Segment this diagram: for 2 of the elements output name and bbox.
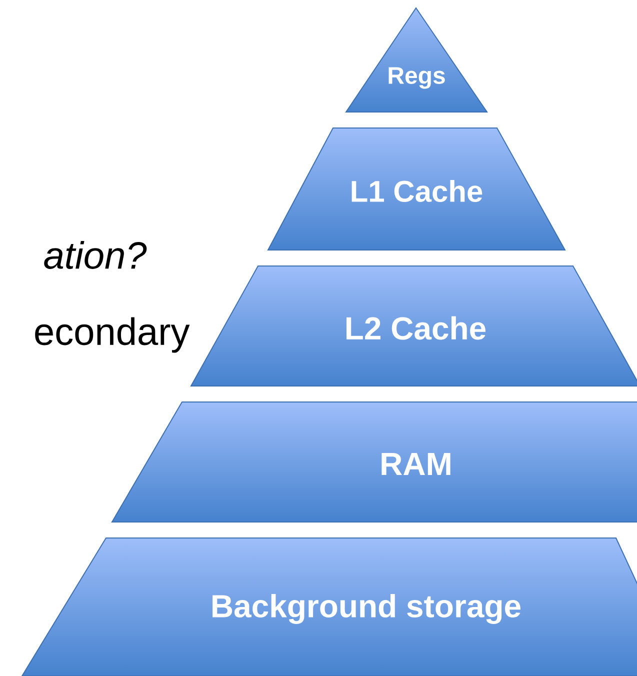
text-fragment: ation? — [44, 241, 147, 269]
text-fragment: econdary — [35, 317, 190, 353]
